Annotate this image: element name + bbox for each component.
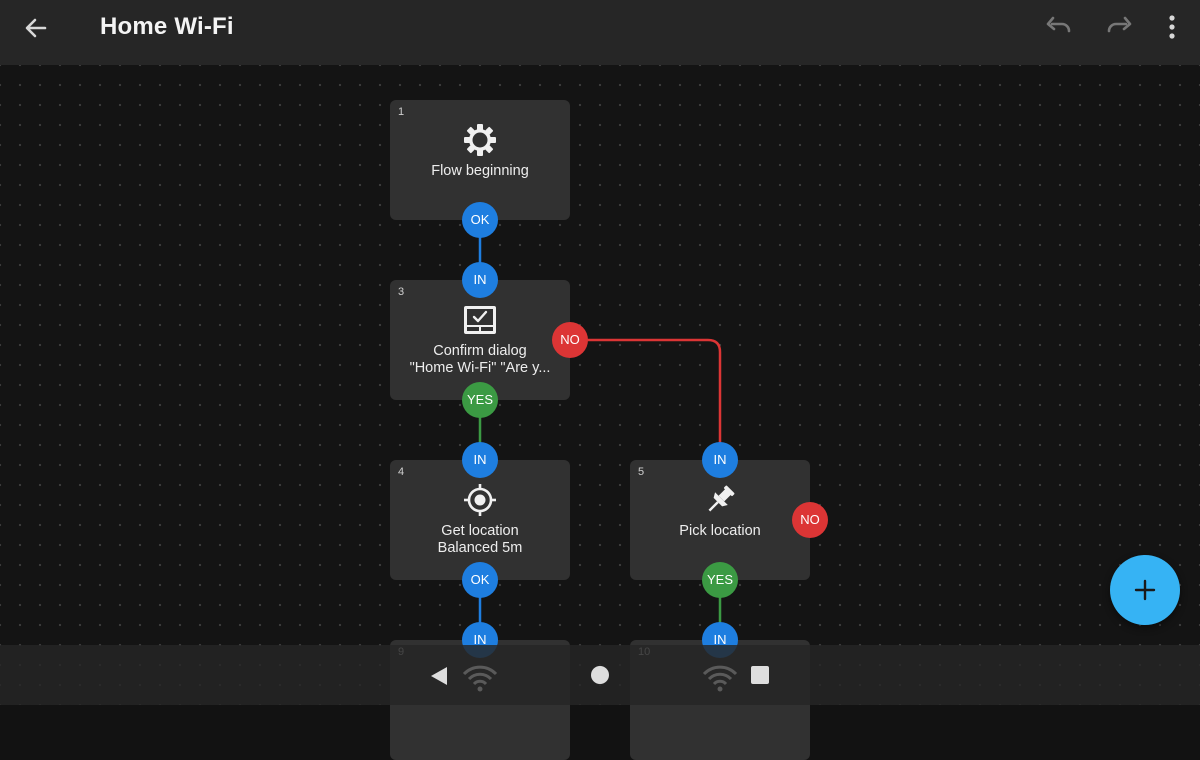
port-ok[interactable]: OK (462, 562, 498, 598)
port-yes[interactable]: YES (702, 562, 738, 598)
undo-icon[interactable] (1044, 13, 1074, 43)
connection-wires (478, 220, 722, 640)
flow-canvas[interactable] (0, 65, 1200, 705)
node-number: 1 (398, 106, 405, 118)
redo-icon[interactable] (1104, 13, 1134, 43)
port-yes[interactable]: YES (462, 382, 498, 418)
node-number: 3 (398, 286, 405, 298)
pushpin-icon (630, 482, 810, 523)
node-pick-location[interactable]: 5 Pick location (630, 460, 810, 580)
node-label: Flow beginning (431, 163, 529, 179)
node-number: 5 (638, 466, 645, 478)
port-in[interactable]: IN (462, 262, 498, 298)
check-dialog-icon (390, 304, 570, 341)
node-number: 4 (398, 466, 405, 478)
node-label-line1: Confirm dialog (433, 343, 527, 359)
recents-square-icon[interactable] (750, 665, 770, 690)
node-get-location[interactable]: 4 Get location Balanced 5m (390, 460, 570, 580)
port-no[interactable]: NO (792, 502, 828, 538)
port-in[interactable]: IN (462, 442, 498, 478)
node-label-line2: Balanced 5m (437, 540, 523, 556)
node-label: Pick location (679, 523, 761, 539)
node-flow-beginning[interactable]: 1 Flow beginning (390, 100, 570, 220)
plus-icon (1134, 579, 1156, 601)
app-bar: Home Wi-Fi (0, 0, 1200, 65)
add-block-button[interactable] (1110, 555, 1180, 625)
port-no[interactable]: NO (552, 322, 588, 358)
more-vert-icon[interactable] (1160, 12, 1184, 42)
crosshair-icon (390, 482, 570, 523)
home-circle-icon[interactable] (590, 665, 610, 690)
back-triangle-icon[interactable] (428, 665, 450, 692)
port-in[interactable]: IN (702, 442, 738, 478)
arrow-left-icon[interactable] (20, 12, 52, 44)
page-title: Home Wi-Fi (100, 13, 234, 40)
system-nav-bar (0, 645, 1200, 705)
wire-3-no-to-5 (570, 338, 722, 460)
gear-icon (390, 122, 570, 163)
wifi-icon (702, 665, 738, 698)
node-label-line2: "Home Wi-Fi" "Are y... (409, 360, 551, 376)
node-label-line1: Get location (441, 523, 519, 539)
node-confirm-dialog[interactable]: 3 Confirm dialog "Home Wi-Fi" "Are y... (390, 280, 570, 400)
port-ok[interactable]: OK (462, 202, 498, 238)
wifi-icon (462, 665, 498, 698)
